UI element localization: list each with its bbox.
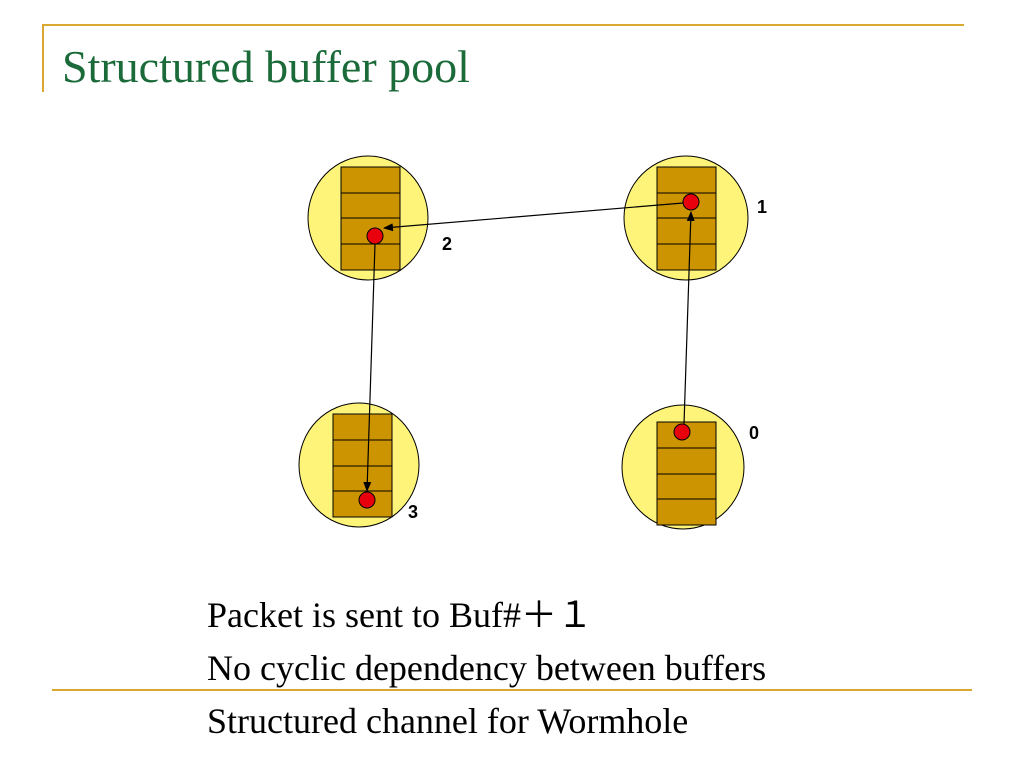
node-2-packet (366, 227, 384, 245)
node-2-label: 2 (442, 234, 452, 254)
bullet-item-3: Structured channel for Wormhole (207, 701, 689, 741)
edge-2-to-3 (363, 243, 376, 492)
bullet-item-2: No cyclic dependency between buffers (207, 648, 767, 688)
node-3-label: 3 (408, 502, 418, 522)
top-rule (42, 24, 964, 26)
node-0-buffer-stack (656, 421, 717, 526)
node-3-packet (358, 491, 376, 509)
node-3: 3 (298, 402, 420, 528)
bottom-rule (52, 689, 972, 691)
node-0: 0 (621, 404, 759, 530)
node-1-packet (682, 193, 700, 211)
node-0-packet (673, 423, 691, 441)
bullet-item-1: Packet is sent to Buf#＋１ (207, 595, 593, 635)
node-1-label: 1 (757, 197, 767, 217)
node-2-buffer-stack (340, 166, 401, 271)
node-1: 1 (623, 155, 767, 281)
slide-title: Structured buffer pool (62, 41, 470, 92)
left-rule (42, 24, 44, 92)
bullet-list: Packet is sent to Buf#＋１ No cyclic depen… (207, 589, 766, 748)
edge-1-to-2 (383, 202, 684, 232)
node-2: 2 (307, 155, 452, 281)
edge-0-to-1 (683, 211, 695, 425)
node-0-label: 0 (749, 423, 759, 443)
node-1-buffer-stack (656, 166, 717, 271)
